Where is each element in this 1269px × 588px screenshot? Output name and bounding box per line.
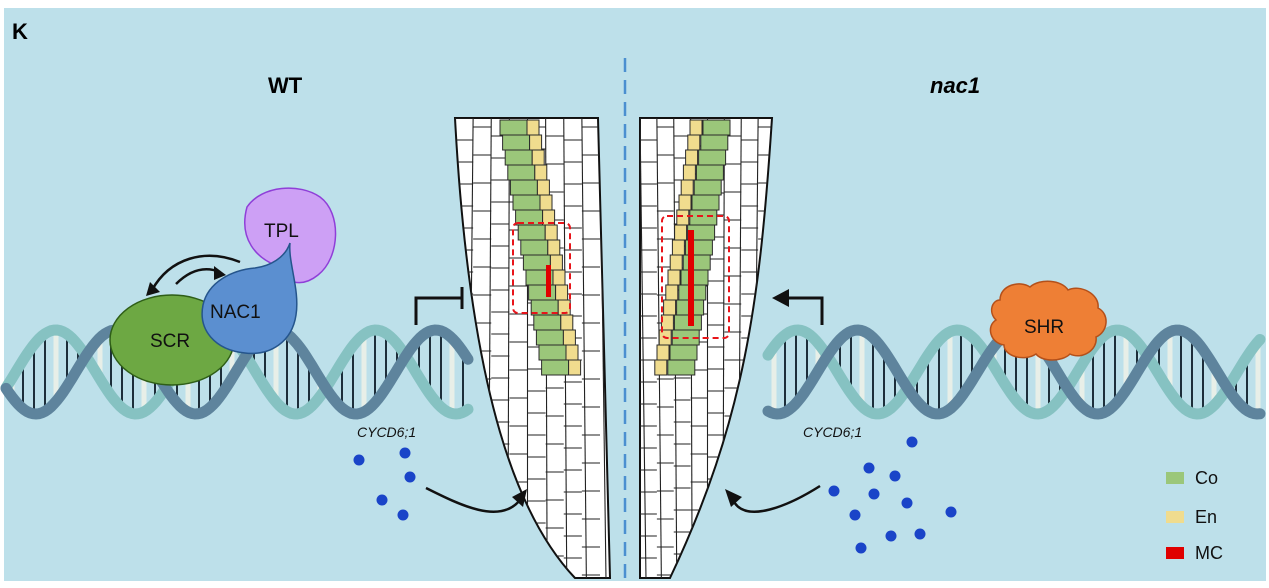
cycd-dots-nac1 xyxy=(828,436,957,554)
gene-label-wt: CYCD6;1 xyxy=(357,424,416,440)
arrow-into-root-wt xyxy=(425,486,527,513)
tpl-protein xyxy=(244,187,337,284)
nac1-label: NAC1 xyxy=(210,302,261,323)
arrow-into-root-nac1 xyxy=(725,484,821,513)
cycd-dots-wt xyxy=(353,447,416,521)
title-wt: WT xyxy=(268,73,303,98)
activation-arrow xyxy=(772,289,824,325)
scr-arrow-lower-head xyxy=(214,266,226,280)
repression-symbol xyxy=(414,287,464,325)
scr-arrow-upper xyxy=(150,254,241,291)
highlight-box-wt xyxy=(512,222,571,314)
legend-swatch-en xyxy=(1166,511,1184,523)
highlight-box-nac1 xyxy=(661,215,730,339)
protein-shr: SHR xyxy=(989,280,1107,361)
nac1-protein xyxy=(201,242,298,355)
legend-label-en: En xyxy=(1195,507,1217,527)
legend-label-mc: MC xyxy=(1195,543,1223,563)
legend-swatch-mc xyxy=(1166,547,1184,559)
legend: Co En MC xyxy=(1166,468,1223,563)
shr-label: SHR xyxy=(1024,317,1064,338)
scr-arrow-upper-head xyxy=(146,282,160,296)
panel-letter: K xyxy=(12,19,28,44)
title-nac1: nac1 xyxy=(930,73,980,98)
scr-label: SCR xyxy=(150,331,190,352)
legend-swatch-co xyxy=(1166,472,1184,484)
tpl-label: TPL xyxy=(264,221,299,242)
protein-complex-wt: TPL SCR NAC1 xyxy=(109,187,337,386)
legend-label-co: Co xyxy=(1195,468,1218,488)
shr-protein xyxy=(989,280,1107,361)
gene-label-nac1: CYCD6;1 xyxy=(803,424,862,440)
